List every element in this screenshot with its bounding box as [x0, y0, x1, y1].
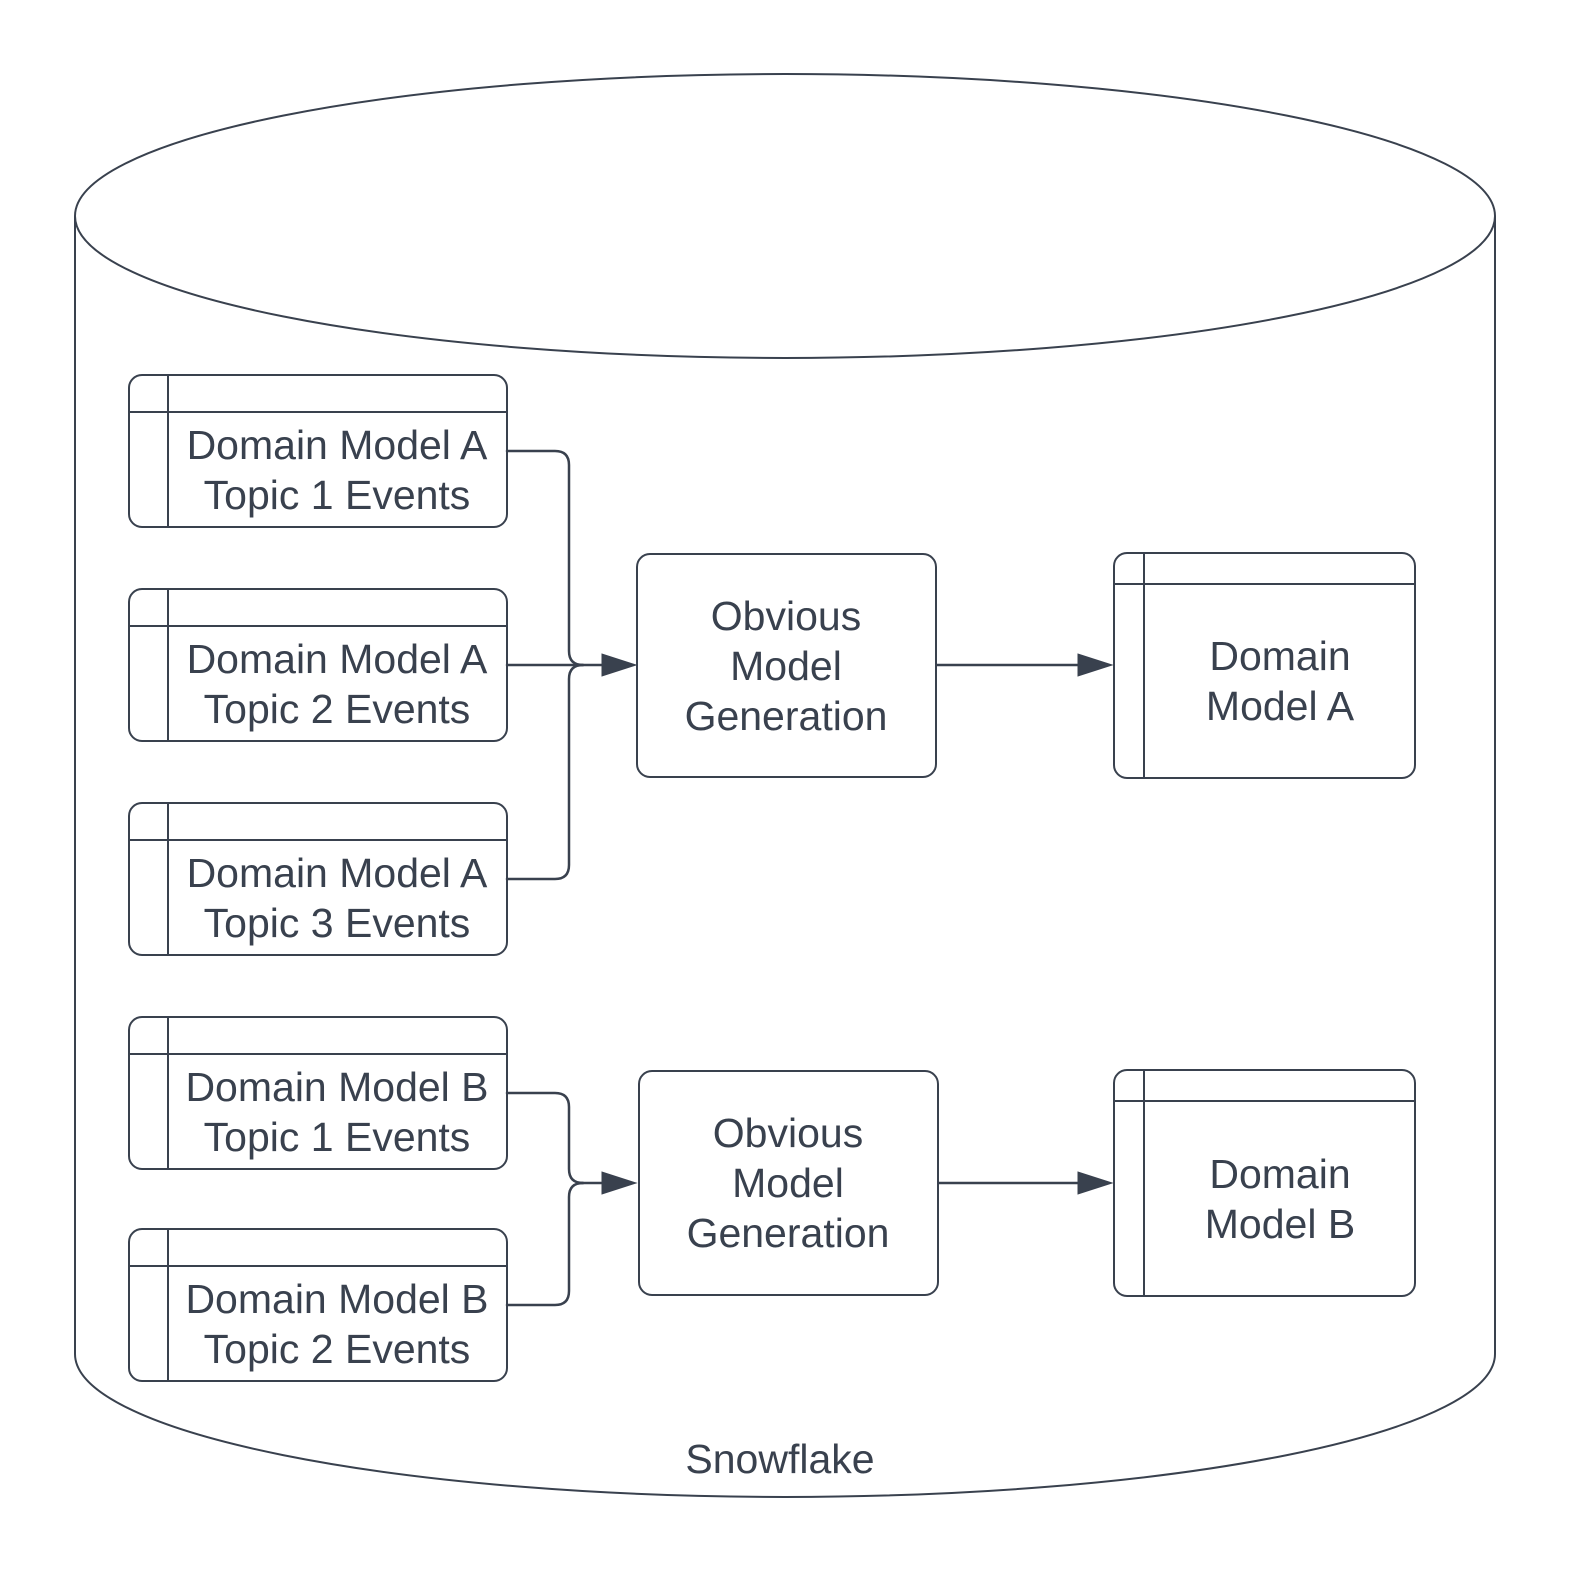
table-node-domain-model-a-topic-2-events: Domain Model A Topic 2 Events [128, 588, 508, 742]
table-label-line2: Topic 2 Events [204, 686, 471, 732]
table-label-line1: Domain [1209, 1151, 1350, 1197]
arrowhead-into-process-b [601, 1171, 638, 1195]
connector-topic1-to-merge [505, 449, 585, 667]
arrowhead-into-process-a [601, 653, 638, 677]
table-node-domain-model-b-topic-1-events: Domain Model B Topic 1 Events [128, 1016, 508, 1170]
table-label-line2: Topic 3 Events [204, 900, 471, 946]
cylinder-top-rim-arc [74, 215, 1496, 359]
process-box [636, 553, 937, 778]
table-label-line2: Model B [1205, 1201, 1355, 1247]
table-node-domain-model-a-topic-3-events: Domain Model A Topic 3 Events [128, 802, 508, 956]
table-label-line1: Domain Model A [187, 636, 488, 682]
table-label-line1: Domain Model A [187, 422, 488, 468]
table-label-line1: Domain Model B [185, 1064, 488, 1110]
connectors-group-b [505, 1091, 1114, 1307]
table-label-line2: Topic 2 Events [204, 1326, 471, 1372]
arrowhead-into-output-a [1077, 653, 1114, 677]
connector-topic2b-to-merge [505, 1181, 585, 1307]
process-node-obvious-model-generation-a: Obvious Model Generation [636, 553, 937, 778]
table-label-line2: Model A [1206, 683, 1355, 729]
table-node-domain-model-b-topic-2-events: Domain Model B Topic 2 Events [128, 1228, 508, 1382]
process-label-line1: Obvious [711, 593, 861, 639]
table-box [1113, 552, 1416, 779]
process-label-line2: Model [732, 1160, 844, 1206]
process-label-line3: Generation [685, 693, 888, 739]
connector-topic1b-to-merge [505, 1091, 585, 1185]
process-label-line2: Model [730, 643, 842, 689]
table-box [1113, 1069, 1416, 1297]
table-node-domain-model-a-topic-1-events: Domain Model A Topic 1 Events [128, 374, 508, 528]
table-label-line1: Domain [1209, 633, 1350, 679]
table-label-line1: Domain Model A [187, 850, 488, 896]
table-label-line2: Topic 1 Events [204, 472, 471, 518]
process-node-obvious-model-generation-b: Obvious Model Generation [638, 1070, 939, 1296]
table-label-line2: Topic 1 Events [204, 1114, 471, 1160]
process-label-line3: Generation [687, 1210, 890, 1256]
process-box [638, 1070, 939, 1296]
arrowhead-into-output-b [1077, 1171, 1114, 1195]
process-label-line1: Obvious [713, 1110, 863, 1156]
cylinder-label: Snowflake [685, 1436, 874, 1482]
table-node-domain-model-b: Domain Model B [1113, 1069, 1416, 1297]
connector-topic3-to-merge [505, 663, 585, 881]
table-node-domain-model-a: Domain Model A [1113, 552, 1416, 779]
connectors-group-a [505, 449, 1114, 881]
table-label-line1: Domain Model B [185, 1276, 488, 1322]
